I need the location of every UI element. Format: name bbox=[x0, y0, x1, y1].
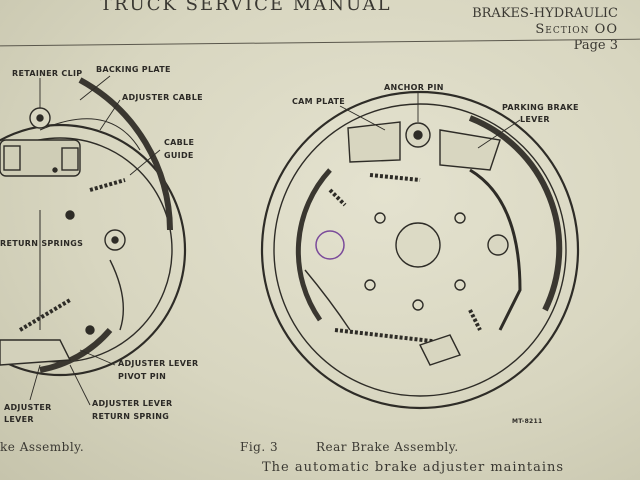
section-name: BRAKES-HYDRAULIC bbox=[472, 6, 618, 21]
body-text: The automatic brake adjuster maintains bbox=[262, 460, 565, 475]
label-adjuster-1: ADJUSTER bbox=[4, 403, 52, 412]
label-guide: GUIDE bbox=[164, 151, 194, 160]
label-anchor-pin: ANCHOR PIN bbox=[384, 83, 444, 92]
label-adjuster-2: LEVER bbox=[4, 415, 34, 424]
label-parking-brake-2: LEVER bbox=[520, 115, 550, 124]
label-adjuster-cable: ADJUSTER CABLE bbox=[122, 93, 203, 102]
label-retainer-clip: RETAINER CLIP bbox=[12, 69, 82, 78]
label-return-spring-2: RETURN SPRING bbox=[92, 412, 169, 421]
label-cable: CABLE bbox=[164, 138, 194, 147]
page-number: Page 3 bbox=[573, 38, 618, 53]
label-plate-code: MT-8211 bbox=[512, 418, 542, 425]
left-figure-caption: ke Assembly. bbox=[0, 440, 85, 454]
label-parking-brake-1: PARKING BRAKE bbox=[502, 103, 579, 112]
rear-brake-drawing bbox=[260, 90, 580, 410]
section-number: Section OO bbox=[535, 22, 618, 37]
label-pivot-pin-2: PIVOT PIN bbox=[118, 372, 166, 381]
label-return-springs: RETURN SPRINGS bbox=[0, 239, 83, 248]
label-return-spring-1: ADJUSTER LEVER bbox=[92, 399, 173, 408]
front-brake-drawing bbox=[0, 75, 187, 406]
label-backing-plate: BACKING PLATE bbox=[96, 65, 171, 74]
right-figure-number: Fig. 3 bbox=[240, 440, 279, 454]
manual-title: TRUCK SERVICE MANUAL bbox=[100, 0, 392, 15]
label-pivot-pin-1: ADJUSTER LEVER bbox=[118, 359, 199, 368]
section-header: BRAKES-HYDRAULIC Section OO Page 3 bbox=[472, 6, 618, 54]
label-cam-plate: CAM PLATE bbox=[292, 97, 345, 106]
right-figure-caption: Rear Brake Assembly. bbox=[316, 440, 459, 454]
